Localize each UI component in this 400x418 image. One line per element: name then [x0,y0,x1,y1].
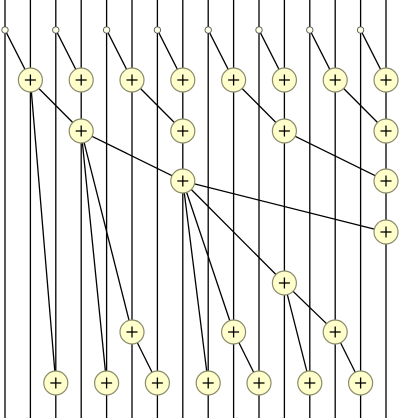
connection-line [183,192,208,372]
adder-node [246,370,272,396]
adder-node [144,370,170,396]
connection-line [209,32,229,70]
connection-line [310,32,331,70]
tap-point [52,26,60,34]
tap-point [356,26,365,34]
connection-line [241,88,277,123]
adder-node [170,118,196,144]
connection-line [292,290,328,325]
connection-line [259,32,280,70]
tap-point [153,26,162,34]
adder-node [322,67,348,93]
adder-node [373,118,399,144]
connection-line [158,32,178,70]
tap-point [204,26,212,34]
nodes [1,26,399,396]
connection-line [56,32,77,70]
connection-line [91,135,173,177]
connection-line [38,88,74,123]
connection-line [140,88,175,123]
connection-line [30,91,56,372]
adder-node [119,319,145,345]
adder-node [348,370,374,396]
connection-line [190,189,277,275]
adder-node [373,67,399,93]
connection-line [107,32,128,70]
adder-node [170,67,196,93]
adder-node [170,168,196,194]
connection-line [286,294,308,372]
tap-point [255,26,263,34]
tap-point [306,26,314,34]
adder-node [17,67,43,93]
adder-node [271,270,297,296]
adder-node [119,67,145,93]
adder-node [68,67,94,93]
adder-node [93,370,120,396]
adder-node [43,370,69,396]
connection-line [238,342,255,373]
connection-line [83,142,130,321]
connection-line [5,32,26,70]
tap-point [1,26,9,34]
tap-point [102,26,111,34]
connection-line [186,192,231,321]
adder-node [221,319,247,345]
adder-node [221,67,247,93]
connection-line [194,183,375,230]
adder-node [271,118,297,144]
adder-node [322,319,348,345]
adder-node [195,370,221,396]
adder-node [297,370,323,396]
adder-node [373,219,399,245]
connection-line [136,342,153,373]
connections [5,32,382,373]
adder-node [68,118,94,144]
wires [4,0,387,418]
connection-line [361,32,382,70]
adder-node [373,168,399,194]
connection-line [339,342,356,373]
connection-line [294,135,376,177]
connection-line [343,88,378,123]
adder-node [271,67,297,93]
connection-line [81,142,107,372]
